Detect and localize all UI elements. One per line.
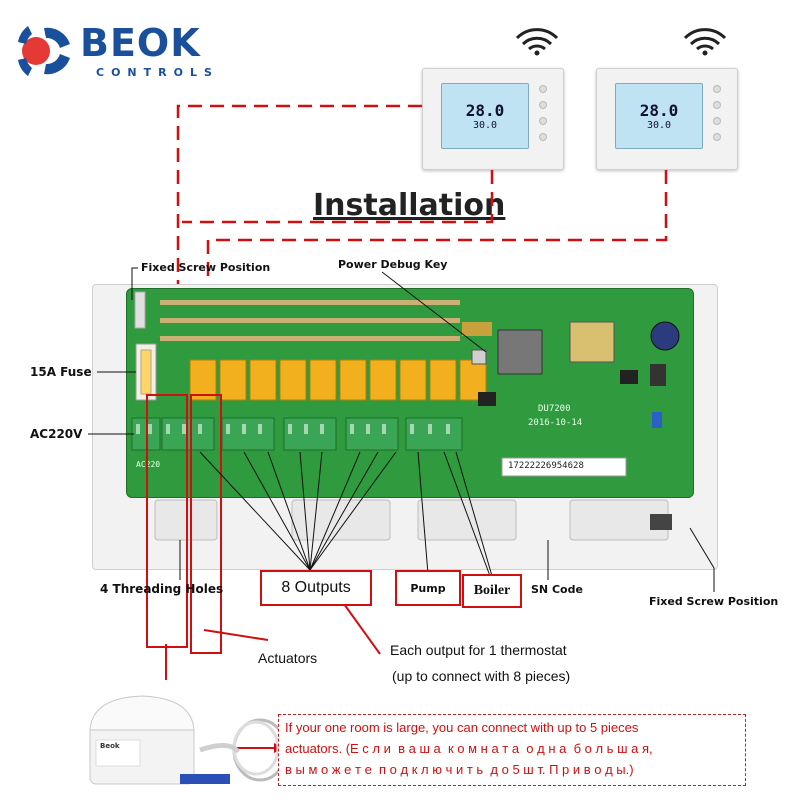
label-boiler: Boiler	[462, 574, 522, 608]
board-model: DU7200	[538, 404, 571, 414]
thermostat-temp: 28.0	[465, 101, 505, 120]
thermostat-setpoint: 30.0	[646, 120, 672, 131]
brand-logo: BEOK CONTROLS	[14, 18, 254, 88]
wifi-icon	[683, 28, 727, 56]
label-ac220v: AC220V	[30, 427, 83, 441]
thermostat-button	[713, 85, 721, 93]
thermostat-button	[539, 101, 547, 109]
thermostat-lcd: 28.0 30.0	[615, 83, 703, 149]
label-pump-text: Pump	[410, 581, 446, 595]
label-each-output-line2: (up to connect with 8 pieces)	[392, 668, 571, 684]
label-boiler-text: Boiler	[473, 583, 511, 598]
note-box: If your one room is large, you can conne…	[278, 714, 746, 786]
actuator-brand: Beok	[100, 742, 120, 750]
label-each-output-line1: Each output for 1 thermostat	[390, 642, 567, 658]
thermostat-setpoint: 30.0	[472, 120, 498, 131]
wifi-icon	[515, 28, 559, 56]
label-8-outputs-text: 8 Outputs	[281, 579, 351, 596]
thermostat-temp: 28.0	[639, 101, 679, 120]
actuator-image	[89, 695, 288, 785]
label-8-outputs: 8 Outputs	[260, 570, 372, 606]
label-sn-code: SN Code	[531, 583, 583, 596]
label-fuse: 15A Fuse	[30, 365, 92, 379]
page-title: Installation	[313, 188, 506, 223]
brand-name: BEOK	[80, 21, 201, 65]
board-date: 2016-10-14	[528, 418, 583, 428]
label-power-debug: Power Debug Key	[338, 258, 448, 271]
note-line-1: If your one room is large, you can conne…	[285, 720, 639, 735]
label-threading-holes: 4 Threading Holes	[100, 582, 224, 596]
thermostat-button	[713, 133, 721, 141]
note-line-2: actuators. (Е с л и в а ш а к о м н а т …	[285, 741, 653, 756]
note-line-3: в ы м о ж е т е п о д к л ю ч и т ь д о …	[285, 762, 634, 777]
board-serial: 17222226954628	[508, 461, 584, 471]
label-pump: Pump	[395, 570, 461, 606]
thermostat-button	[713, 101, 721, 109]
thermostat-button	[539, 117, 547, 125]
brand-tagline: CONTROLS	[96, 66, 219, 79]
label-fixed-screw-top: Fixed Screw Position	[141, 261, 271, 274]
thermostat-1: 28.0 30.0	[422, 68, 564, 170]
board-ac-marking: AC220	[136, 460, 161, 469]
thermostat-lcd: 28.0 30.0	[441, 83, 529, 149]
actuator-terminal-highlight	[190, 394, 222, 654]
thermostat-2: 28.0 30.0	[596, 68, 738, 170]
label-fixed-screw-right: Fixed Screw Position	[649, 595, 779, 608]
thermostat-button	[713, 117, 721, 125]
label-actuators: Actuators	[258, 650, 318, 666]
thermostat-button	[539, 133, 547, 141]
brand-logo-mark-icon	[18, 26, 70, 76]
thermostat-button	[539, 85, 547, 93]
